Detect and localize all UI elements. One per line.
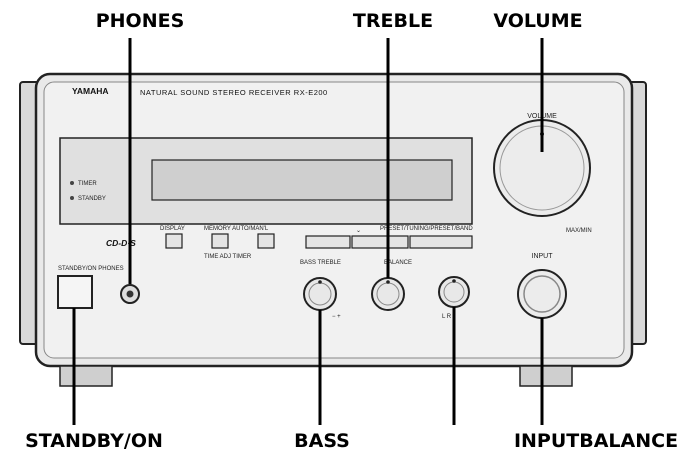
standby-phones-label: STANDBY/ON PHONES: [58, 266, 124, 272]
input-knob[interactable]: [517, 269, 567, 319]
balance-scale: L R: [442, 314, 452, 320]
band-button[interactable]: [409, 235, 473, 249]
standby-indicator: STANDBY: [78, 196, 106, 202]
timer-indicator: TIMER: [78, 181, 97, 187]
bass-scale: − +: [332, 314, 341, 320]
preset-row-label: PRESET/TUNING/PRESET/BAND: [380, 226, 473, 232]
display-button-label: DISPLAY: [160, 226, 185, 232]
input-balance-callout: INPUTBALANCE: [514, 430, 678, 452]
memory-auto-label: MEMORY AUTO/MAN'L: [204, 226, 269, 232]
cd-ds-logo: CD-D·S: [106, 238, 136, 248]
tuning-button[interactable]: [351, 235, 409, 249]
time-adj-label: TIME ADJ TIMER: [204, 254, 252, 260]
chevron-down-icon: ⌄: [356, 228, 361, 234]
preset-down-button[interactable]: [305, 235, 351, 249]
display-screen: [151, 159, 453, 201]
memory-button[interactable]: [211, 233, 229, 249]
bass-treble-label: BASS TREBLE: [300, 260, 341, 266]
treble-callout: TREBLE: [353, 10, 433, 32]
brand-logo: YAMAHA: [72, 86, 109, 96]
volume-scale: MAX/MIN: [566, 228, 592, 234]
standby-on-callout: STANDBY/ON: [25, 430, 163, 452]
auto-man-button[interactable]: [257, 233, 275, 249]
display-button[interactable]: [165, 233, 183, 249]
model-line: NATURAL SOUND STEREO RECEIVER RX-E200: [140, 88, 328, 97]
standby-on-button[interactable]: [57, 275, 93, 309]
bass-callout: BASS: [294, 430, 350, 452]
right-foot: [519, 365, 573, 387]
balance-label: BALANCE: [384, 260, 412, 266]
input-knob-label: INPUT: [532, 253, 554, 260]
leader-lines: [72, 38, 544, 425]
left-foot: [59, 365, 113, 387]
volume-callout: VOLUME: [493, 10, 582, 32]
phones-callout: PHONES: [96, 10, 185, 32]
